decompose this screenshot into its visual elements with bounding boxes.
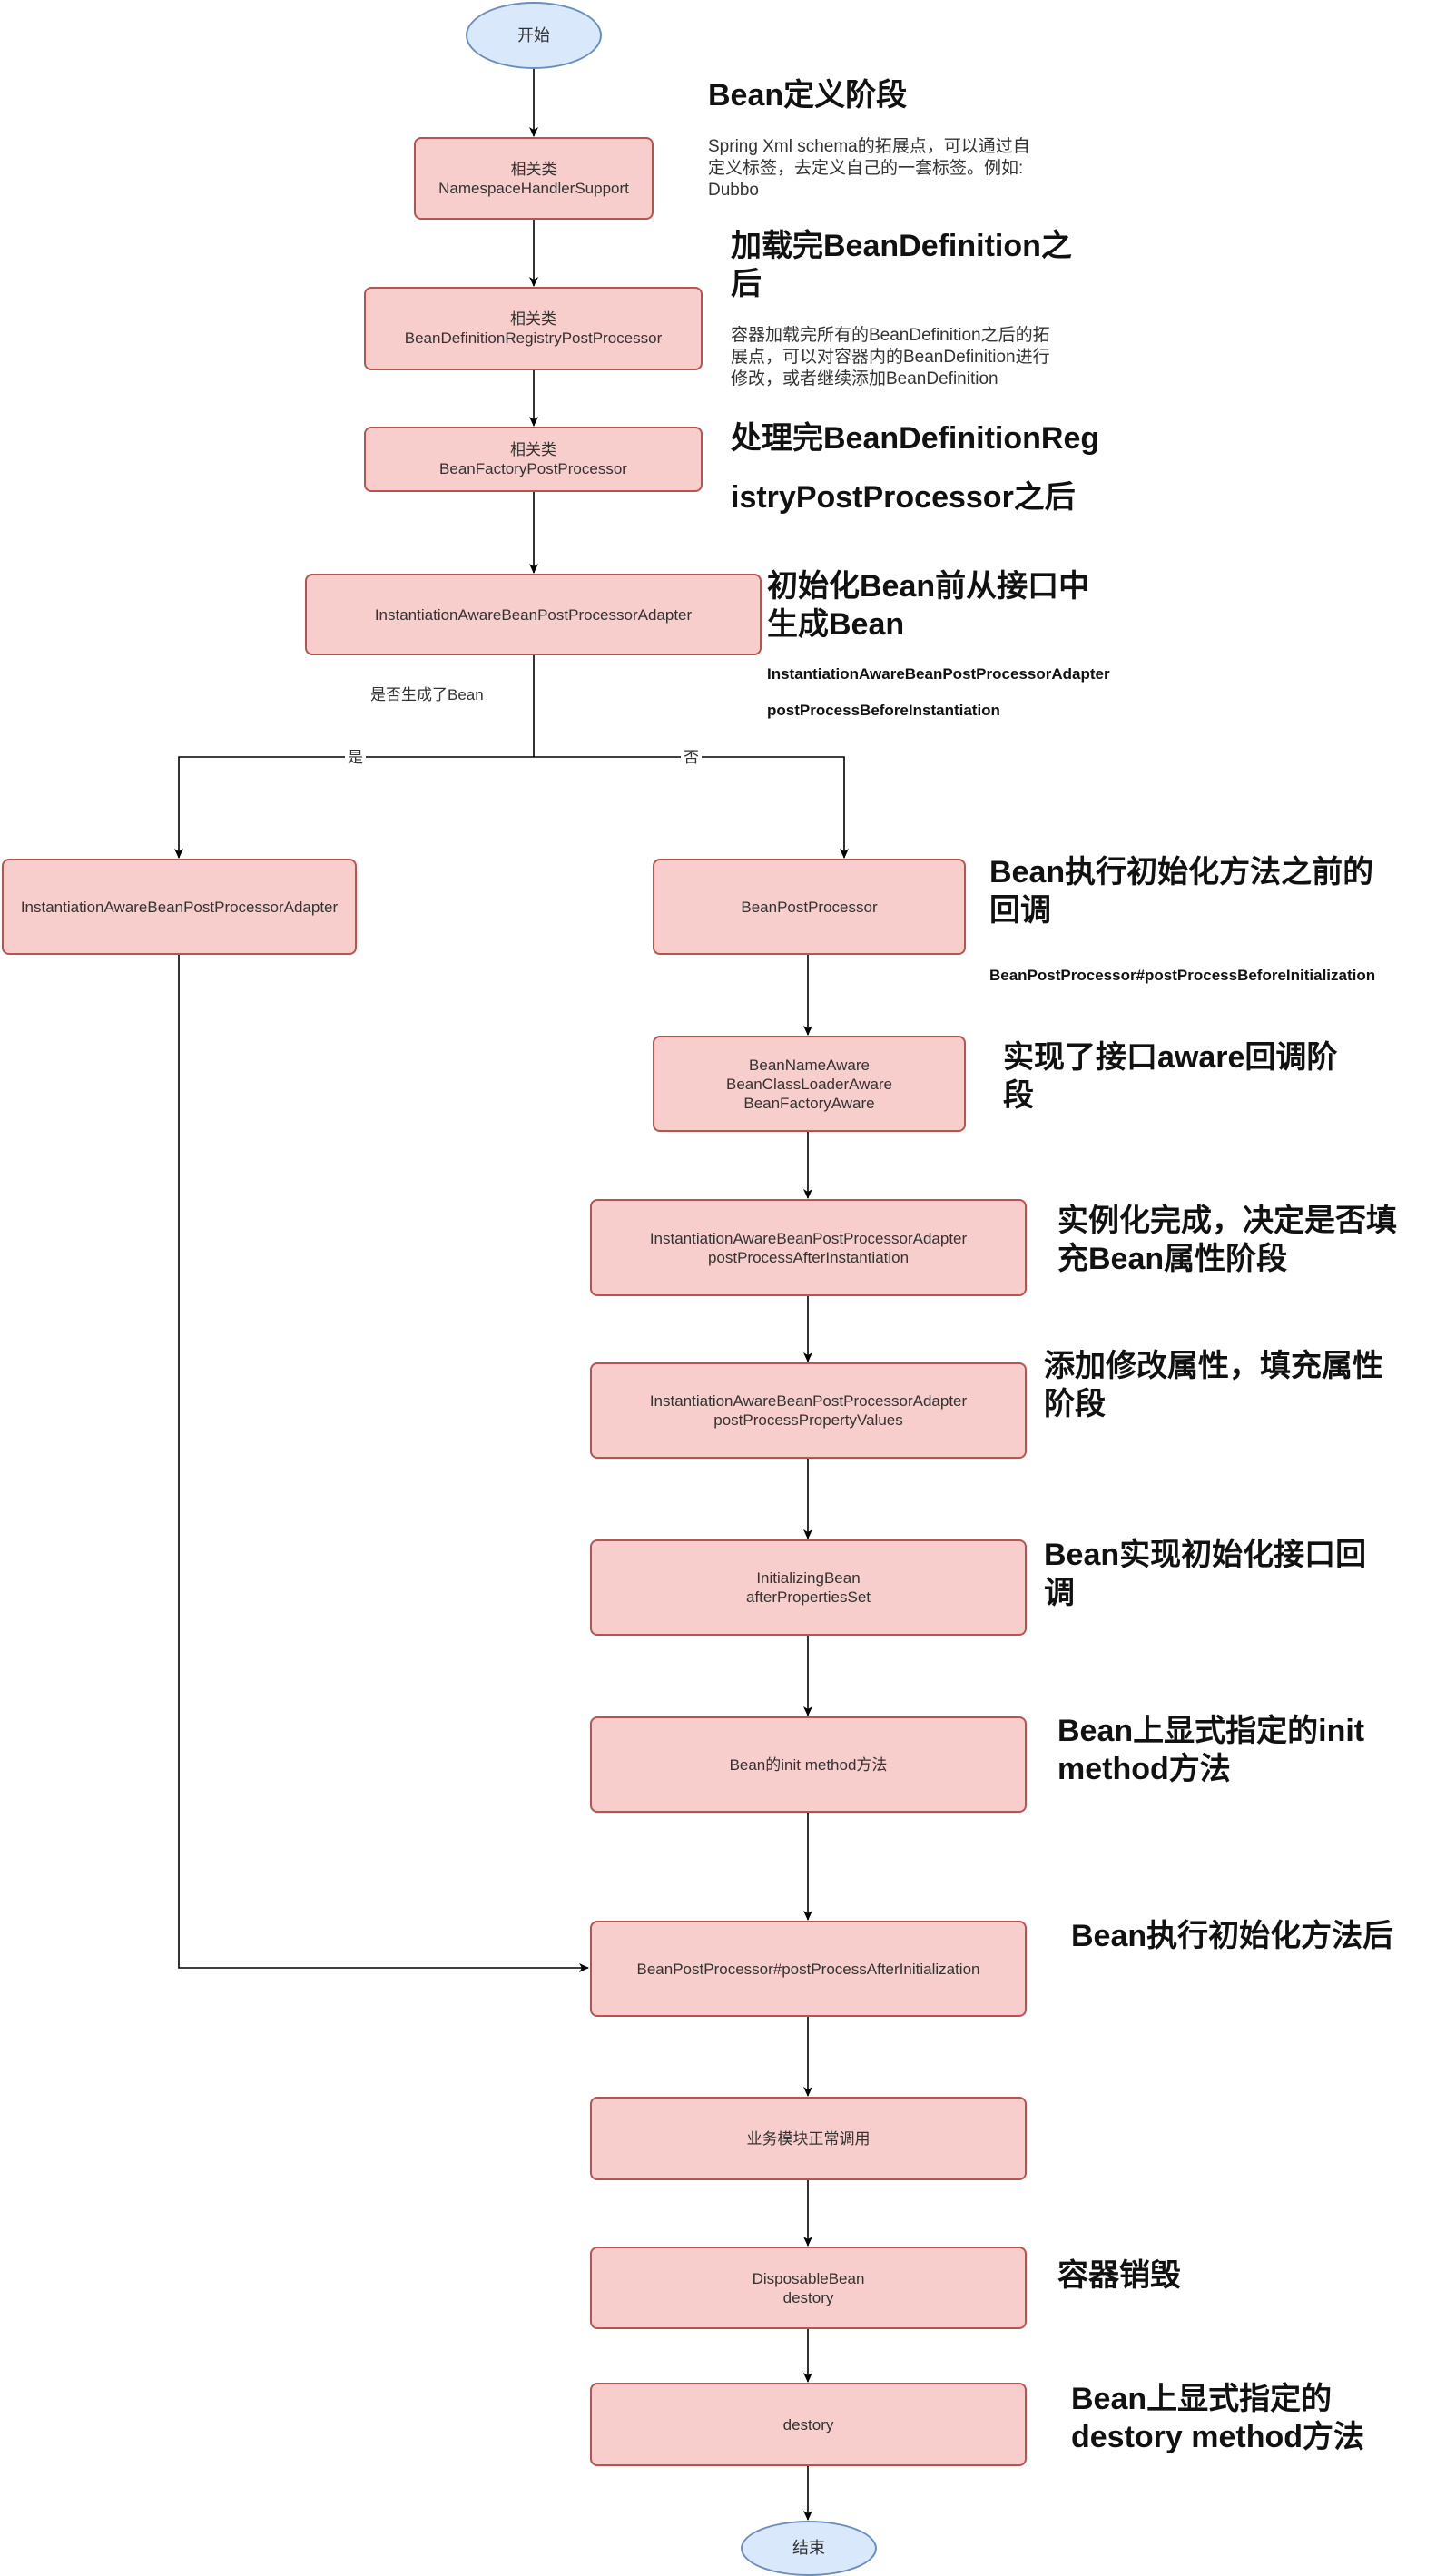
annotation-before-init-heading: Bean执行初始化方法之前的 回调 <box>989 853 1373 929</box>
node-line: Bean的init method方法 <box>729 1755 888 1774</box>
heading-line: 实例化完成，决定是否填 <box>1057 1204 1397 1238</box>
node-line: InstantiationAwareBeanPostProcessorAdapt… <box>20 898 339 916</box>
annotation-init-method-heading: Bean上显式指定的init method方法 <box>1057 1712 1364 1788</box>
node-line: 相关类 <box>510 160 557 178</box>
start-label: 开始 <box>517 25 550 44</box>
node-line: postProcessAfterInstantiation <box>707 1248 910 1266</box>
annotation-after-registry-heading-2: istryPostProcessor之后 <box>731 478 1076 516</box>
annotation-after-load-heading: 加载完BeanDefinition之 后 <box>731 227 1072 303</box>
node-line: postProcessPropertyValues <box>713 1411 903 1429</box>
node-line: BeanPostProcessor <box>741 898 878 916</box>
heading-line: 段 <box>1003 1078 1034 1113</box>
heading-line: 回调 <box>989 893 1051 928</box>
annotation-bean-definition-desc: Spring Xml schema的拓展点，可以通过自 定义标签，去定义自己的一… <box>708 136 1030 202</box>
start-node: 开始 <box>466 2 602 69</box>
heading-line: 调 <box>1044 1576 1075 1610</box>
heading-line: Bean执行初始化方法之前的 <box>989 855 1374 890</box>
node-line: BeanPostProcessor#postProcessAfterInitia… <box>636 1960 980 1978</box>
yes-label: 是 <box>345 749 366 767</box>
node-line: destory <box>782 2288 834 2306</box>
node-line: BeanDefinitionRegistryPostProcessor <box>404 329 663 347</box>
node-line: BeanClassLoaderAware <box>725 1075 893 1093</box>
instantiation-aware-node: InstantiationAwareBeanPostProcessorAdapt… <box>305 574 762 655</box>
annotation-before-instantiation-sub2: postProcessBeforeInstantiation <box>767 702 1000 719</box>
node-line: InitializingBean <box>756 1569 861 1587</box>
desc-line: 定义标签，去定义自己的一套标签。例如: <box>708 159 1024 178</box>
annotation-aware-heading: 实现了接口aware回调阶 段 <box>1003 1038 1337 1115</box>
heading-line: Bean执行初始化方法后 <box>1071 1919 1394 1953</box>
heading-line: 添加修改属性，填充属性 <box>1044 1349 1383 1383</box>
node-line: BeanFactoryAware <box>743 1094 875 1112</box>
after-instantiation-node: InstantiationAwareBeanPostProcessorAdapt… <box>590 1199 1027 1296</box>
destory-node: destory <box>590 2383 1027 2466</box>
desc-line: 修改，或者继续添加BeanDefinition <box>731 369 998 388</box>
heading-line: Bean定义阶段 <box>708 78 908 113</box>
heading-line: istryPostProcessor之后 <box>731 480 1076 515</box>
node-line: InstantiationAwareBeanPostProcessorAdapt… <box>649 1229 968 1247</box>
node-line: BeanFactoryPostProcessor <box>439 460 627 477</box>
node-line: NamespaceHandlerSupport <box>438 179 629 197</box>
node-line: BeanNameAware <box>749 1056 870 1074</box>
heading-line: 充Bean属性阶段 <box>1057 1242 1288 1276</box>
node-line: destory <box>782 2415 834 2433</box>
annotation-after-registry-heading: 处理完BeanDefinitionReg <box>731 419 1099 457</box>
heading-line: Bean上显式指定的init <box>1057 1714 1365 1748</box>
heading-line: method方法 <box>1057 1752 1231 1786</box>
heading-line: Bean上显式指定的 <box>1071 2382 1333 2416</box>
property-values-node: InstantiationAwareBeanPostProcessorAdapt… <box>590 1362 1027 1459</box>
end-node: 结束 <box>741 2521 877 2576</box>
desc-line: 容器加载完所有的BeanDefinition之后的拓 <box>731 326 1050 345</box>
heading-line: 实现了接口aware回调阶 <box>1003 1040 1338 1075</box>
node-line: afterPropertiesSet <box>745 1588 871 1606</box>
annotation-after-instantiation-heading: 实例化完成，决定是否填 充Bean属性阶段 <box>1057 1202 1397 1278</box>
node-line: InstantiationAwareBeanPostProcessorAdapt… <box>649 1392 968 1410</box>
annotation-container-destroy-heading: 容器销毁 <box>1057 2256 1181 2295</box>
edge-split-no <box>534 756 849 859</box>
annotation-before-instantiation-sub1: InstantiationAwareBeanPostProcessorAdapt… <box>767 665 1110 683</box>
no-label: 否 <box>681 749 702 767</box>
annotation-bean-definition-heading: Bean定义阶段 <box>708 76 907 114</box>
annotation-property-values-heading: 添加修改属性，填充属性 阶段 <box>1044 1347 1383 1423</box>
node-line: 相关类 <box>510 310 556 328</box>
factory-post-processor-node: 相关类 BeanFactoryPostProcessor <box>364 427 703 492</box>
annotation-destory-method-heading: Bean上显式指定的 destory method方法 <box>1071 2380 1364 2456</box>
annotation-before-instantiation-heading: 初始化Bean前从接口中 生成Bean <box>767 567 1089 644</box>
heading-line: 初始化Bean前从接口中 <box>767 569 1090 604</box>
heading-line: 生成Bean <box>767 607 905 642</box>
heading-line: Bean实现初始化接口回 <box>1044 1538 1367 1572</box>
desc-line: Dubbo <box>708 181 759 200</box>
node-line: DisposableBean <box>752 2269 865 2287</box>
business-call-node: 业务模块正常调用 <box>590 2097 1027 2180</box>
heading-line: 处理完BeanDefinitionReg <box>731 421 1100 456</box>
annotation-after-load-desc: 容器加载完所有的BeanDefinition之后的拓 展点，可以对容器内的Bea… <box>731 325 1050 390</box>
desc-line: 展点，可以对容器内的BeanDefinition进行 <box>731 348 1050 367</box>
edge-split-yes <box>174 756 534 859</box>
instantiation-aware-left-node: InstantiationAwareBeanPostProcessorAdapt… <box>2 859 357 955</box>
decision-label: 是否生成了Bean <box>368 686 487 704</box>
desc-line: Spring Xml schema的拓展点，可以通过自 <box>708 137 1030 156</box>
annotation-before-init-sub1: BeanPostProcessor#postProcessBeforeIniti… <box>989 967 1376 984</box>
end-label: 结束 <box>792 2539 825 2557</box>
heading-line: 阶段 <box>1044 1387 1106 1421</box>
bean-post-processor-node: BeanPostProcessor <box>653 859 966 955</box>
heading-line: 后 <box>731 267 762 301</box>
edge-n5l-n11 <box>178 955 589 1972</box>
heading-line: destory method方法 <box>1071 2420 1365 2454</box>
heading-line: 加载完BeanDefinition之 <box>731 229 1072 263</box>
annotation-after-init-heading: Bean执行初始化方法后 <box>1071 1917 1393 1955</box>
node-line: 相关类 <box>509 441 556 458</box>
after-initialization-node: BeanPostProcessor#postProcessAfterInitia… <box>590 1921 1027 2017</box>
node-line: 业务模块正常调用 <box>746 2129 871 2148</box>
annotation-initializing-heading: Bean实现初始化接口回 调 <box>1044 1536 1366 1612</box>
node-line: InstantiationAwareBeanPostProcessorAdapt… <box>374 605 693 624</box>
init-method-node: Bean的init method方法 <box>590 1716 1027 1813</box>
heading-line: 容器销毁 <box>1057 2258 1181 2293</box>
